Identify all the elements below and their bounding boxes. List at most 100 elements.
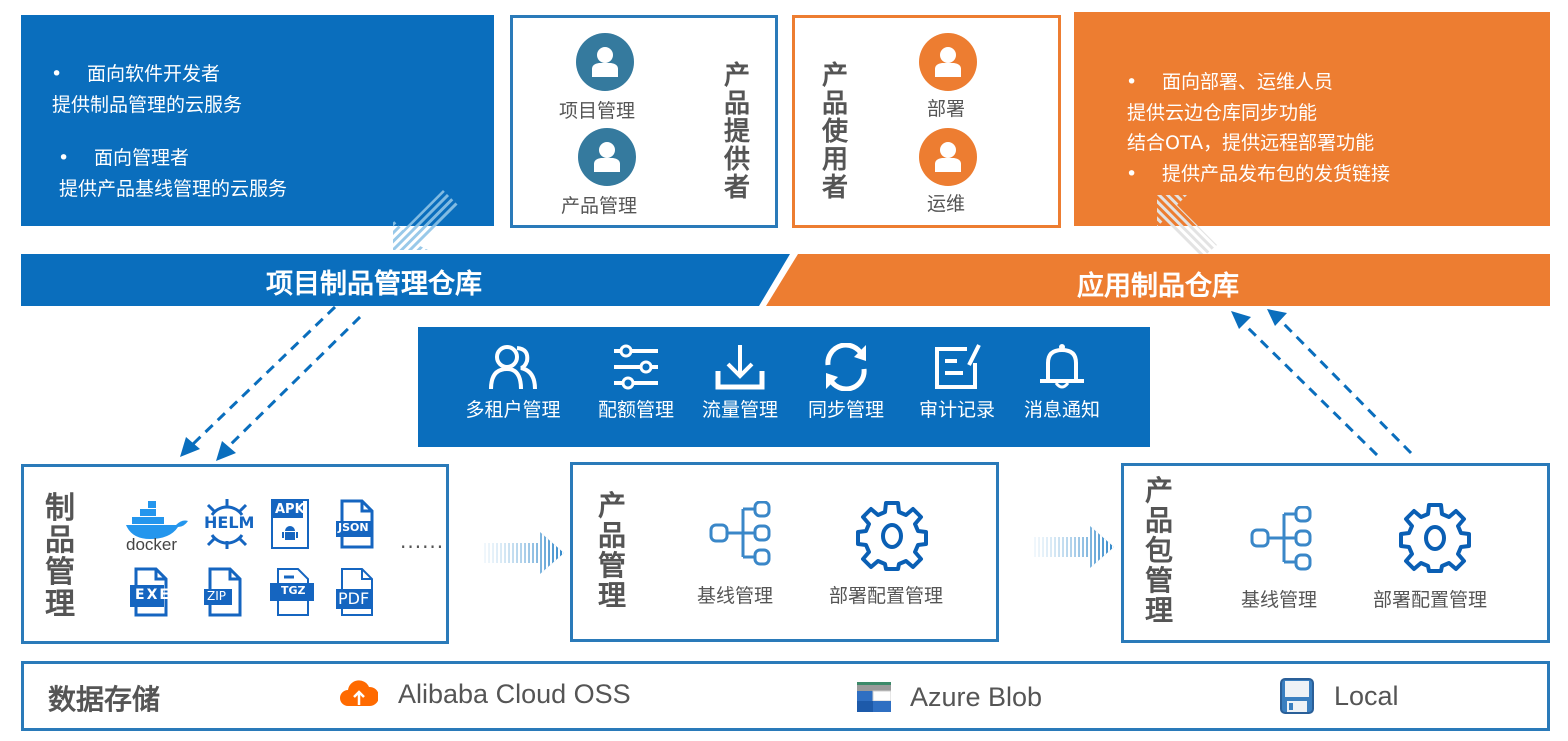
deploy-config-label: 部署配置管理	[1373, 589, 1488, 611]
feature-label: 流量管理	[701, 399, 778, 421]
storage-title: 数据存储	[48, 683, 161, 716]
zip-file-icon: ZIP	[202, 567, 246, 621]
json-file-icon: JSON	[336, 499, 376, 553]
feature-label: 配额管理	[597, 399, 674, 421]
feature-band: 多租户管理 配额管理 流量管理 同步管理 审计记录 消息通知	[418, 327, 1150, 447]
product-management-box: 产品管理 基线管理 部署配置管理	[570, 462, 999, 642]
docker-label: docker	[126, 535, 178, 554]
bullet: •	[58, 147, 70, 169]
panel-line: • 面向管理者	[58, 143, 189, 170]
user-icon	[919, 33, 977, 91]
consumer-title: 产品使用者	[821, 61, 848, 203]
docker-icon: docker	[124, 499, 190, 555]
sliders-icon	[614, 344, 658, 390]
feature-label: 消息通知	[1023, 399, 1100, 421]
download-icon	[715, 345, 765, 390]
line-text: 面向软件开发者	[87, 63, 221, 85]
user-icon	[578, 128, 636, 186]
line-text: 提供产品基线管理的云服务	[59, 178, 288, 200]
feature-traffic[interactable]: 流量管理	[685, 343, 795, 422]
sync-icon	[825, 343, 867, 391]
android-icon	[282, 526, 298, 540]
line-text: 面向部署、运维人员	[1162, 71, 1334, 93]
edit-log-icon	[935, 344, 981, 389]
pdf-file-icon: PDF	[334, 567, 378, 621]
role-label: 项目管理	[559, 100, 636, 122]
product-consumer-box: 产品使用者 部署 运维	[792, 15, 1061, 228]
package-management-title: 产品包管理	[1144, 474, 1173, 627]
feature-label: 多租户管理	[465, 399, 561, 421]
provider-title: 产品提供者	[723, 61, 750, 203]
deploy-config-label: 部署配置管理	[829, 585, 944, 607]
data-storage-box: 数据存储 Alibaba Cloud OSS Azure Blob Local	[21, 661, 1550, 731]
panel-line: 提供产品基线管理的云服务	[59, 174, 287, 201]
feature-notification[interactable]: 消息通知	[1007, 343, 1117, 422]
feature-sync[interactable]: 同步管理	[791, 343, 901, 422]
feature-quota[interactable]: 配额管理	[581, 343, 691, 422]
tgz-file-icon: TGZ	[268, 567, 318, 621]
floppy-disk-icon	[1280, 678, 1314, 714]
user-icon	[919, 128, 977, 186]
app-artifact-repo-title: 应用制品仓库	[1077, 271, 1239, 302]
feature-multi-tenant[interactable]: 多租户管理	[458, 343, 568, 422]
product-management-title: 产品管理	[597, 489, 626, 612]
feature-audit[interactable]: 审计记录	[902, 343, 1012, 422]
apk-file-icon: APK	[271, 499, 309, 549]
gear-icon	[1399, 503, 1471, 573]
line-text: 结合OTA，提供远程部署功能	[1127, 132, 1375, 154]
role-label: 运维	[927, 193, 966, 215]
exe-file-icon: EXE	[128, 567, 172, 621]
panel-line: • 面向软件开发者	[51, 59, 220, 86]
panel-line: • 提供产品发布包的发货链接	[1126, 159, 1390, 186]
users-icon	[489, 345, 537, 390]
feature-label: 同步管理	[807, 399, 884, 421]
panel-line: 提供云边仓库同步功能	[1127, 98, 1317, 125]
azure-blob-icon	[857, 682, 891, 712]
helm-label: HELM	[204, 513, 255, 532]
bullet: •	[1126, 163, 1138, 185]
striped-arrow-right-icon	[1032, 526, 1114, 568]
baseline-management-label: 基线管理	[1241, 589, 1318, 611]
line-text: 面向管理者	[94, 147, 190, 169]
storage-alibaba-label: Alibaba Cloud OSS	[398, 679, 631, 709]
hierarchy-icon	[1250, 506, 1312, 571]
exe-label: EXE	[135, 587, 171, 603]
tgz-label: TGZ	[281, 584, 306, 597]
project-artifact-repo-title: 项目制品管理仓库	[266, 269, 482, 300]
bullet: •	[1126, 71, 1138, 93]
dashed-arrows-up-left	[1231, 309, 1413, 457]
feature-label: 审计记录	[918, 399, 995, 421]
package-management-box: 产品包管理 基线管理 部署配置管理	[1121, 463, 1550, 643]
storage-azure-label: Azure Blob	[910, 682, 1043, 712]
role-label: 产品管理	[561, 195, 638, 217]
pdf-label: PDF	[338, 589, 370, 608]
apk-label: APK	[273, 501, 305, 518]
banner-shapes	[21, 254, 1550, 306]
role-label: 部署	[927, 98, 966, 120]
bullet: •	[51, 63, 63, 85]
striped-arrow-right-icon	[482, 532, 564, 574]
artifact-title: 制品管理	[45, 491, 75, 622]
json-label: JSON	[338, 521, 369, 534]
user-icon	[576, 33, 634, 91]
line-text: 提供产品发布包的发货链接	[1162, 163, 1391, 185]
deployment-audience-panel: • 面向部署、运维人员 提供云边仓库同步功能 结合OTA，提供远程部署功能 • 提供…	[1074, 12, 1550, 226]
line-text: 提供云边仓库同步功能	[1127, 102, 1318, 124]
more-formats-ellipsis: ......	[400, 529, 445, 553]
dashed-arrows-down-left	[180, 305, 362, 461]
helm-icon: HELM	[202, 499, 255, 549]
developer-audience-panel: •面向软件开发者 提供制品管理的云服务 •面向管理者 提供产品基线管理的云服务	[21, 15, 494, 226]
product-provider-box: 项目管理 产品管理 产品提供者	[510, 15, 778, 228]
panel-line: 结合OTA，提供远程部署功能	[1127, 128, 1374, 155]
left-banner-shape	[21, 254, 790, 306]
right-banner-shape	[766, 254, 1550, 306]
baseline-management-label: 基线管理	[697, 585, 774, 607]
hierarchy-icon	[709, 501, 771, 566]
storage-local-label: Local	[1334, 681, 1399, 711]
striped-arrow-up-left-icon	[1157, 195, 1217, 258]
zip-label: ZIP	[207, 589, 226, 603]
bell-icon	[1040, 344, 1084, 389]
striped-arrow-down-left-icon	[393, 190, 458, 250]
alibaba-cloud-icon	[340, 680, 378, 706]
gear-icon	[856, 501, 928, 571]
